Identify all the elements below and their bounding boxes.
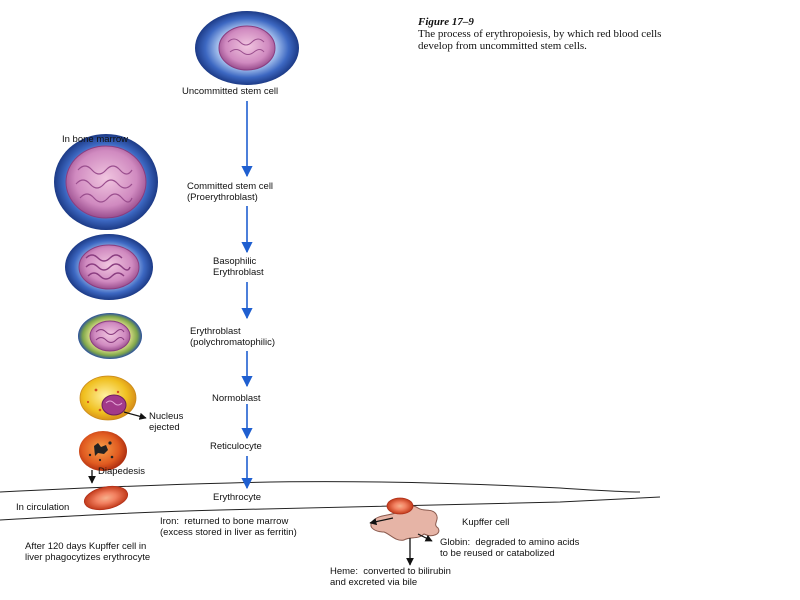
- stage-label-basophilic-erythroblast: Basophilic Erythroblast: [213, 256, 264, 278]
- polychromatophilic-erythroblast-illustration: [78, 313, 142, 359]
- iron-arrow: [369, 517, 394, 526]
- basophilic-erythroblast-illustration: [65, 234, 153, 300]
- label-diapedesis: Diapedesis: [98, 466, 145, 477]
- label-after-120-days: After 120 days Kupffer cell in liver pha…: [25, 541, 151, 563]
- normoblast-illustration: [79, 375, 137, 421]
- stage-label-reticulocyte: Reticulocyte: [210, 441, 262, 452]
- globin-arrow: [417, 533, 433, 542]
- figure-number: Figure 17–9: [418, 16, 474, 28]
- nucleus-ejected-arrow: [123, 411, 147, 420]
- label-kupffer-cell: Kupffer cell: [462, 517, 510, 528]
- reticulocyte-illustration: [79, 431, 127, 471]
- vessel-wall-lower: [0, 496, 661, 521]
- figure-description: The process of erythropoiesis, by which …: [418, 28, 662, 52]
- proerythroblast-illustration: [54, 134, 158, 230]
- stage-label-normoblast: Normoblast: [212, 393, 261, 404]
- label-in-bone-marrow: In bone marrow: [62, 134, 129, 145]
- stage-label-uncommitted-stem-cell: Uncommitted stem cell: [182, 86, 279, 97]
- uncommitted-stem-cell-illustration: [195, 11, 299, 85]
- label-nucleus-ejected: Nucleus ejected: [149, 411, 184, 433]
- label-globin: Globin: degraded to amino acids to be re…: [440, 537, 580, 559]
- figure-caption: Figure 17–9 The process of erythropoiesi…: [418, 16, 661, 52]
- erythrocyte-in-circulation-illustration: [83, 485, 129, 511]
- label-iron: Iron: returned to bone marrow (excess st…: [160, 516, 297, 538]
- label-heme: Heme: converted to bilirubin and excrete…: [330, 566, 451, 588]
- label-in-circulation: In circulation: [16, 502, 70, 513]
- kupffer-cell-illustration: [370, 497, 440, 541]
- stage-label-committed-stem-cell: Committed stem cell (Proerythroblast): [187, 181, 274, 203]
- stage-label-erythrocyte: Erythrocyte: [213, 492, 262, 503]
- stage-label-polychromatophilic-erythroblast: Erythroblast (polychromatophilic): [190, 326, 276, 348]
